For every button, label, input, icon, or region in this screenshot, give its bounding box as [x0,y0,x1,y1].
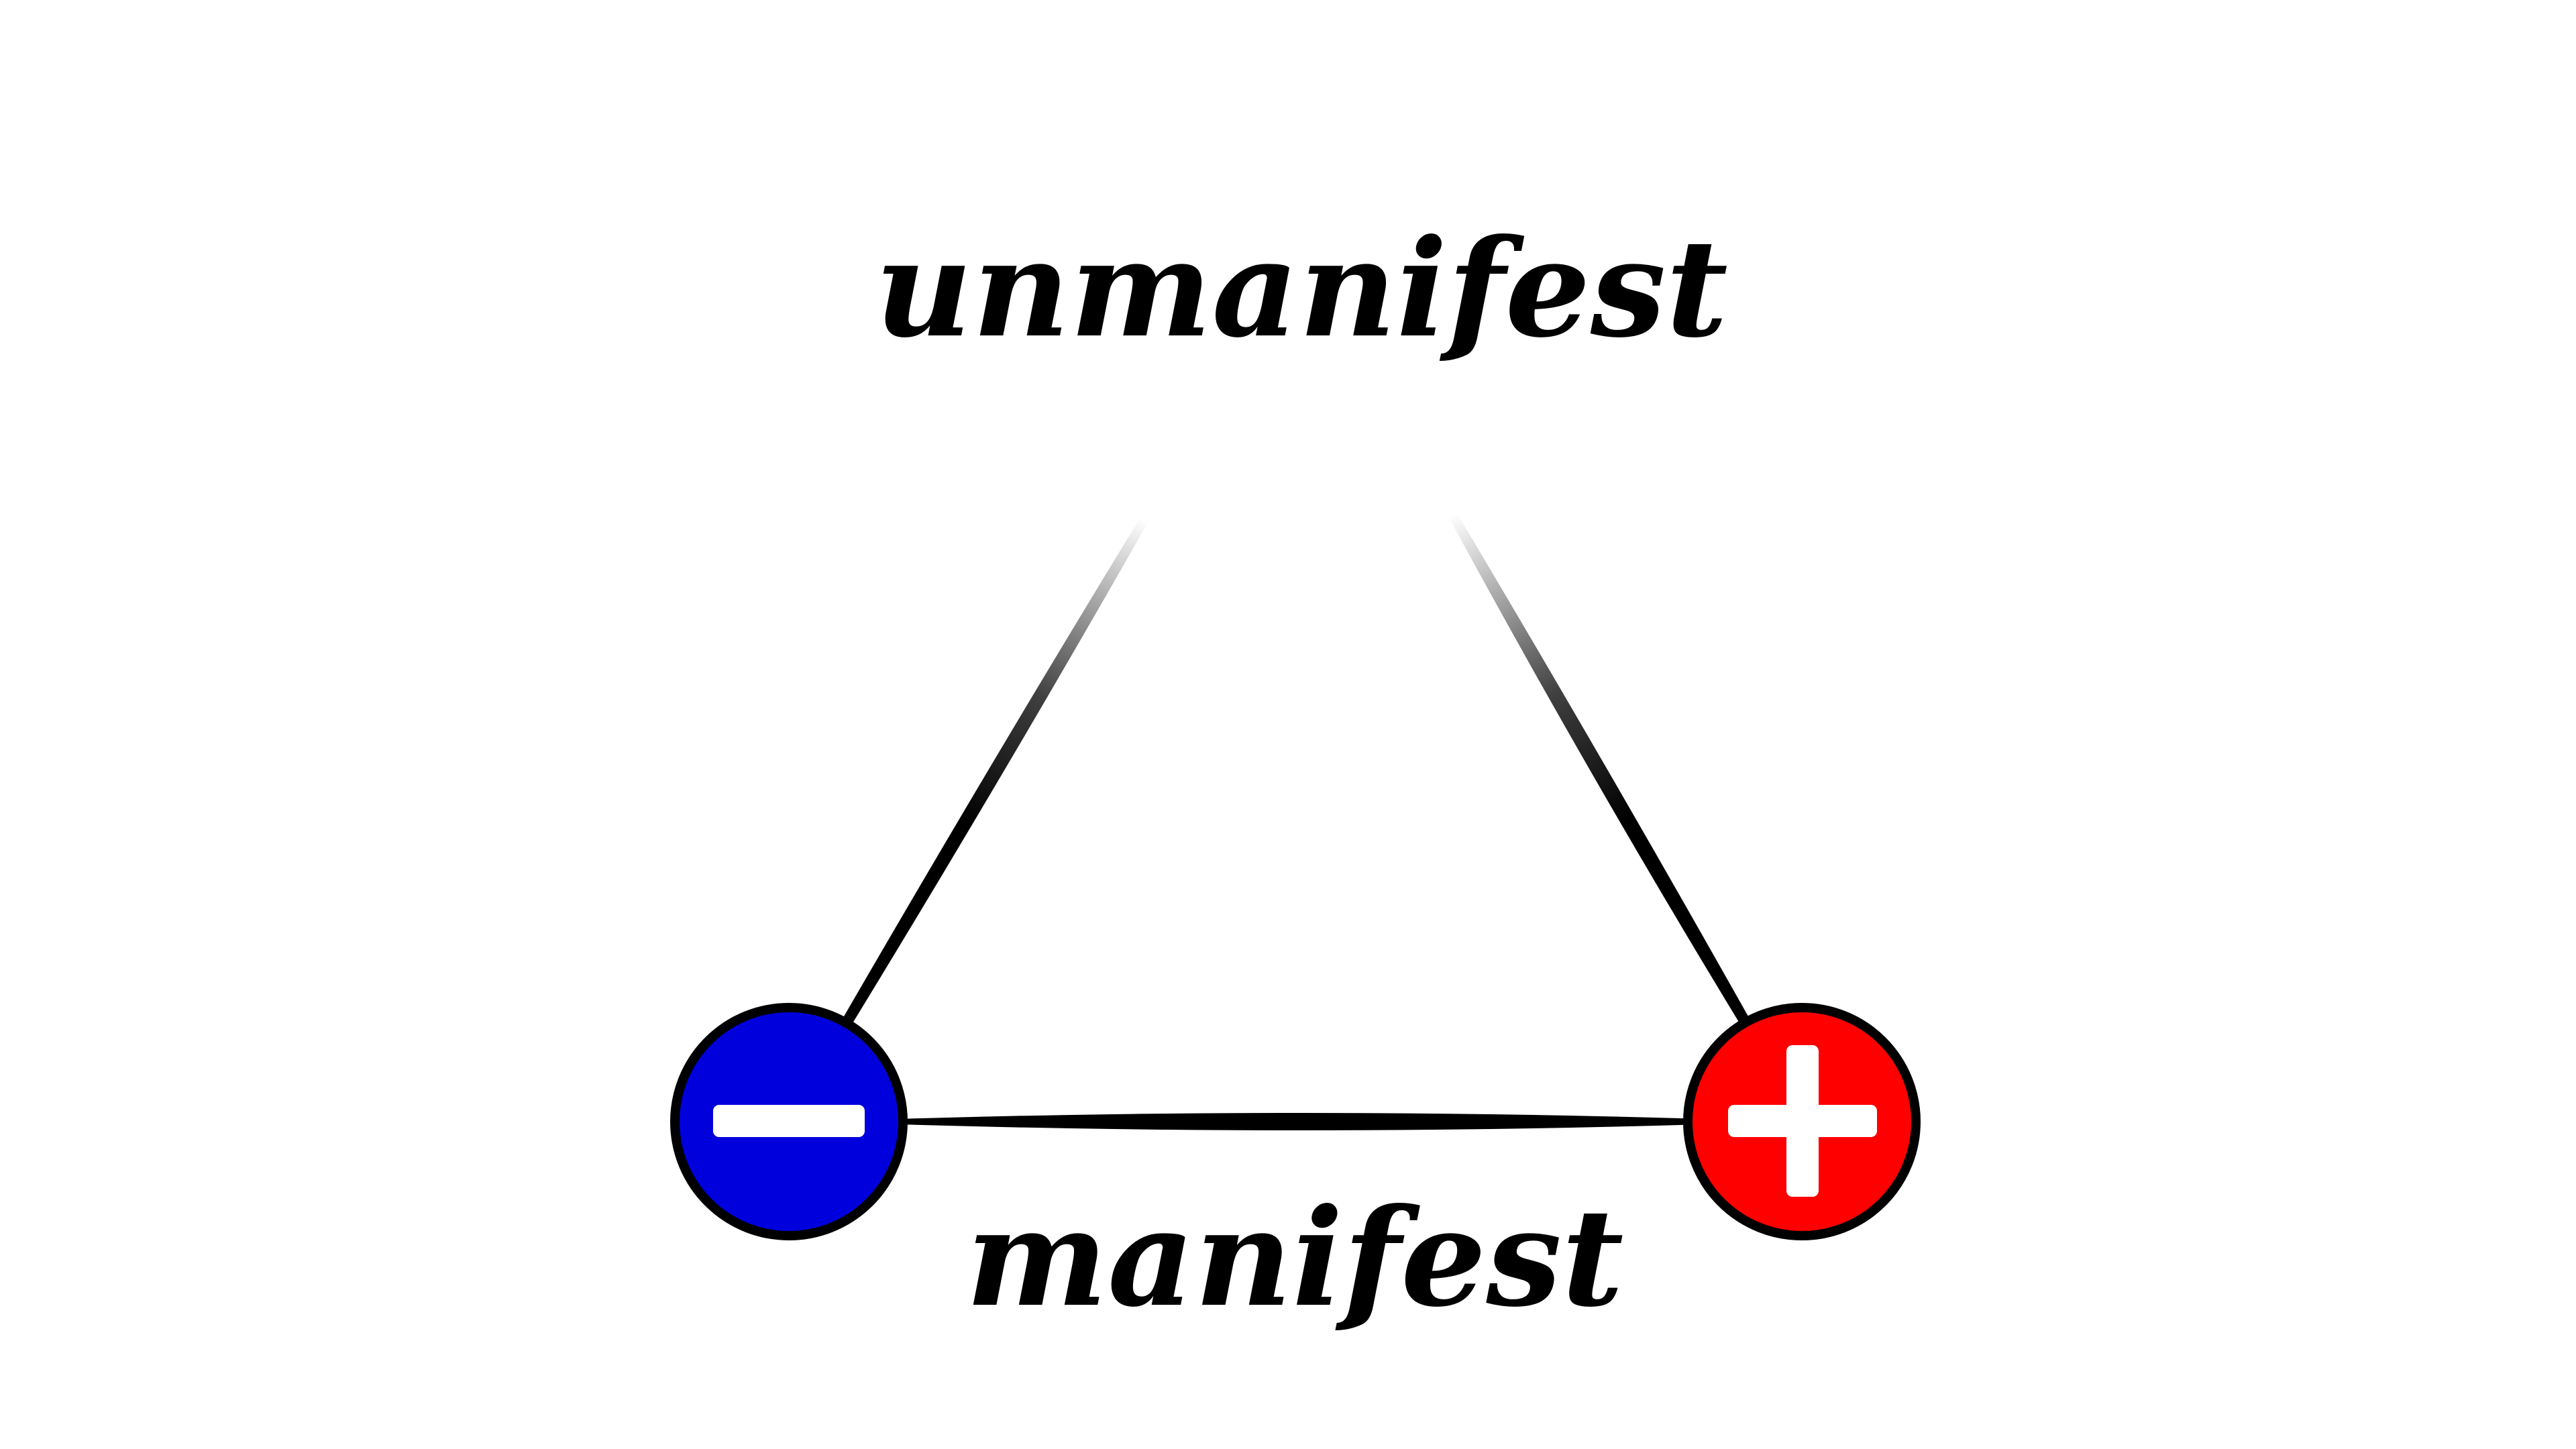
minus-icon [713,1105,865,1137]
right-edge [1448,511,1751,1026]
plus-icon [1728,1045,1877,1197]
unmanifest-label: unmanifest [875,210,1728,368]
bottom-edge [899,1113,1704,1130]
left-edge [841,515,1150,1026]
positive-node [1683,1003,1921,1240]
manifest-label: manifest [966,1179,1624,1337]
negative-node [670,1003,908,1240]
